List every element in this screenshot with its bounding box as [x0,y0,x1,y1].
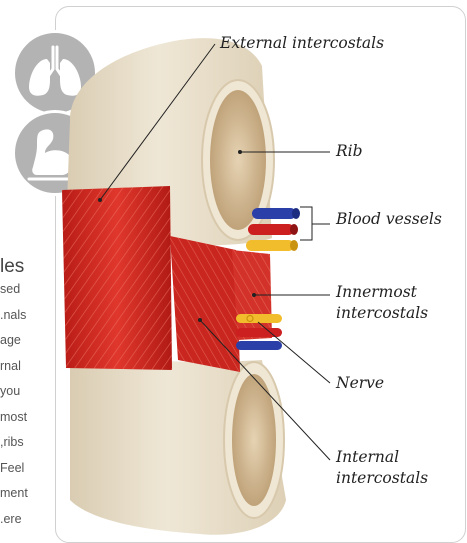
label-rib: Rib [336,142,363,161]
external-intercostal-muscle [62,186,172,370]
label-innermost-line2: intercostals [336,304,428,323]
leader-blood-vessels [300,207,330,240]
nerve-fiber [246,240,294,251]
label-nerve: Nerve [336,374,384,393]
label-innermost-line1: Innermost [336,283,417,302]
vein [252,208,296,219]
label-internal-line2: intercostals [336,469,428,488]
artery [248,224,294,235]
label-blood-vessels: Blood vessels [336,210,442,229]
upper-vessel-bundle [246,208,300,251]
label-internal-line1: Internal [336,448,399,467]
label-external-intercostals: External intercostals [220,34,384,53]
lower-vessel-bundle [236,314,282,350]
